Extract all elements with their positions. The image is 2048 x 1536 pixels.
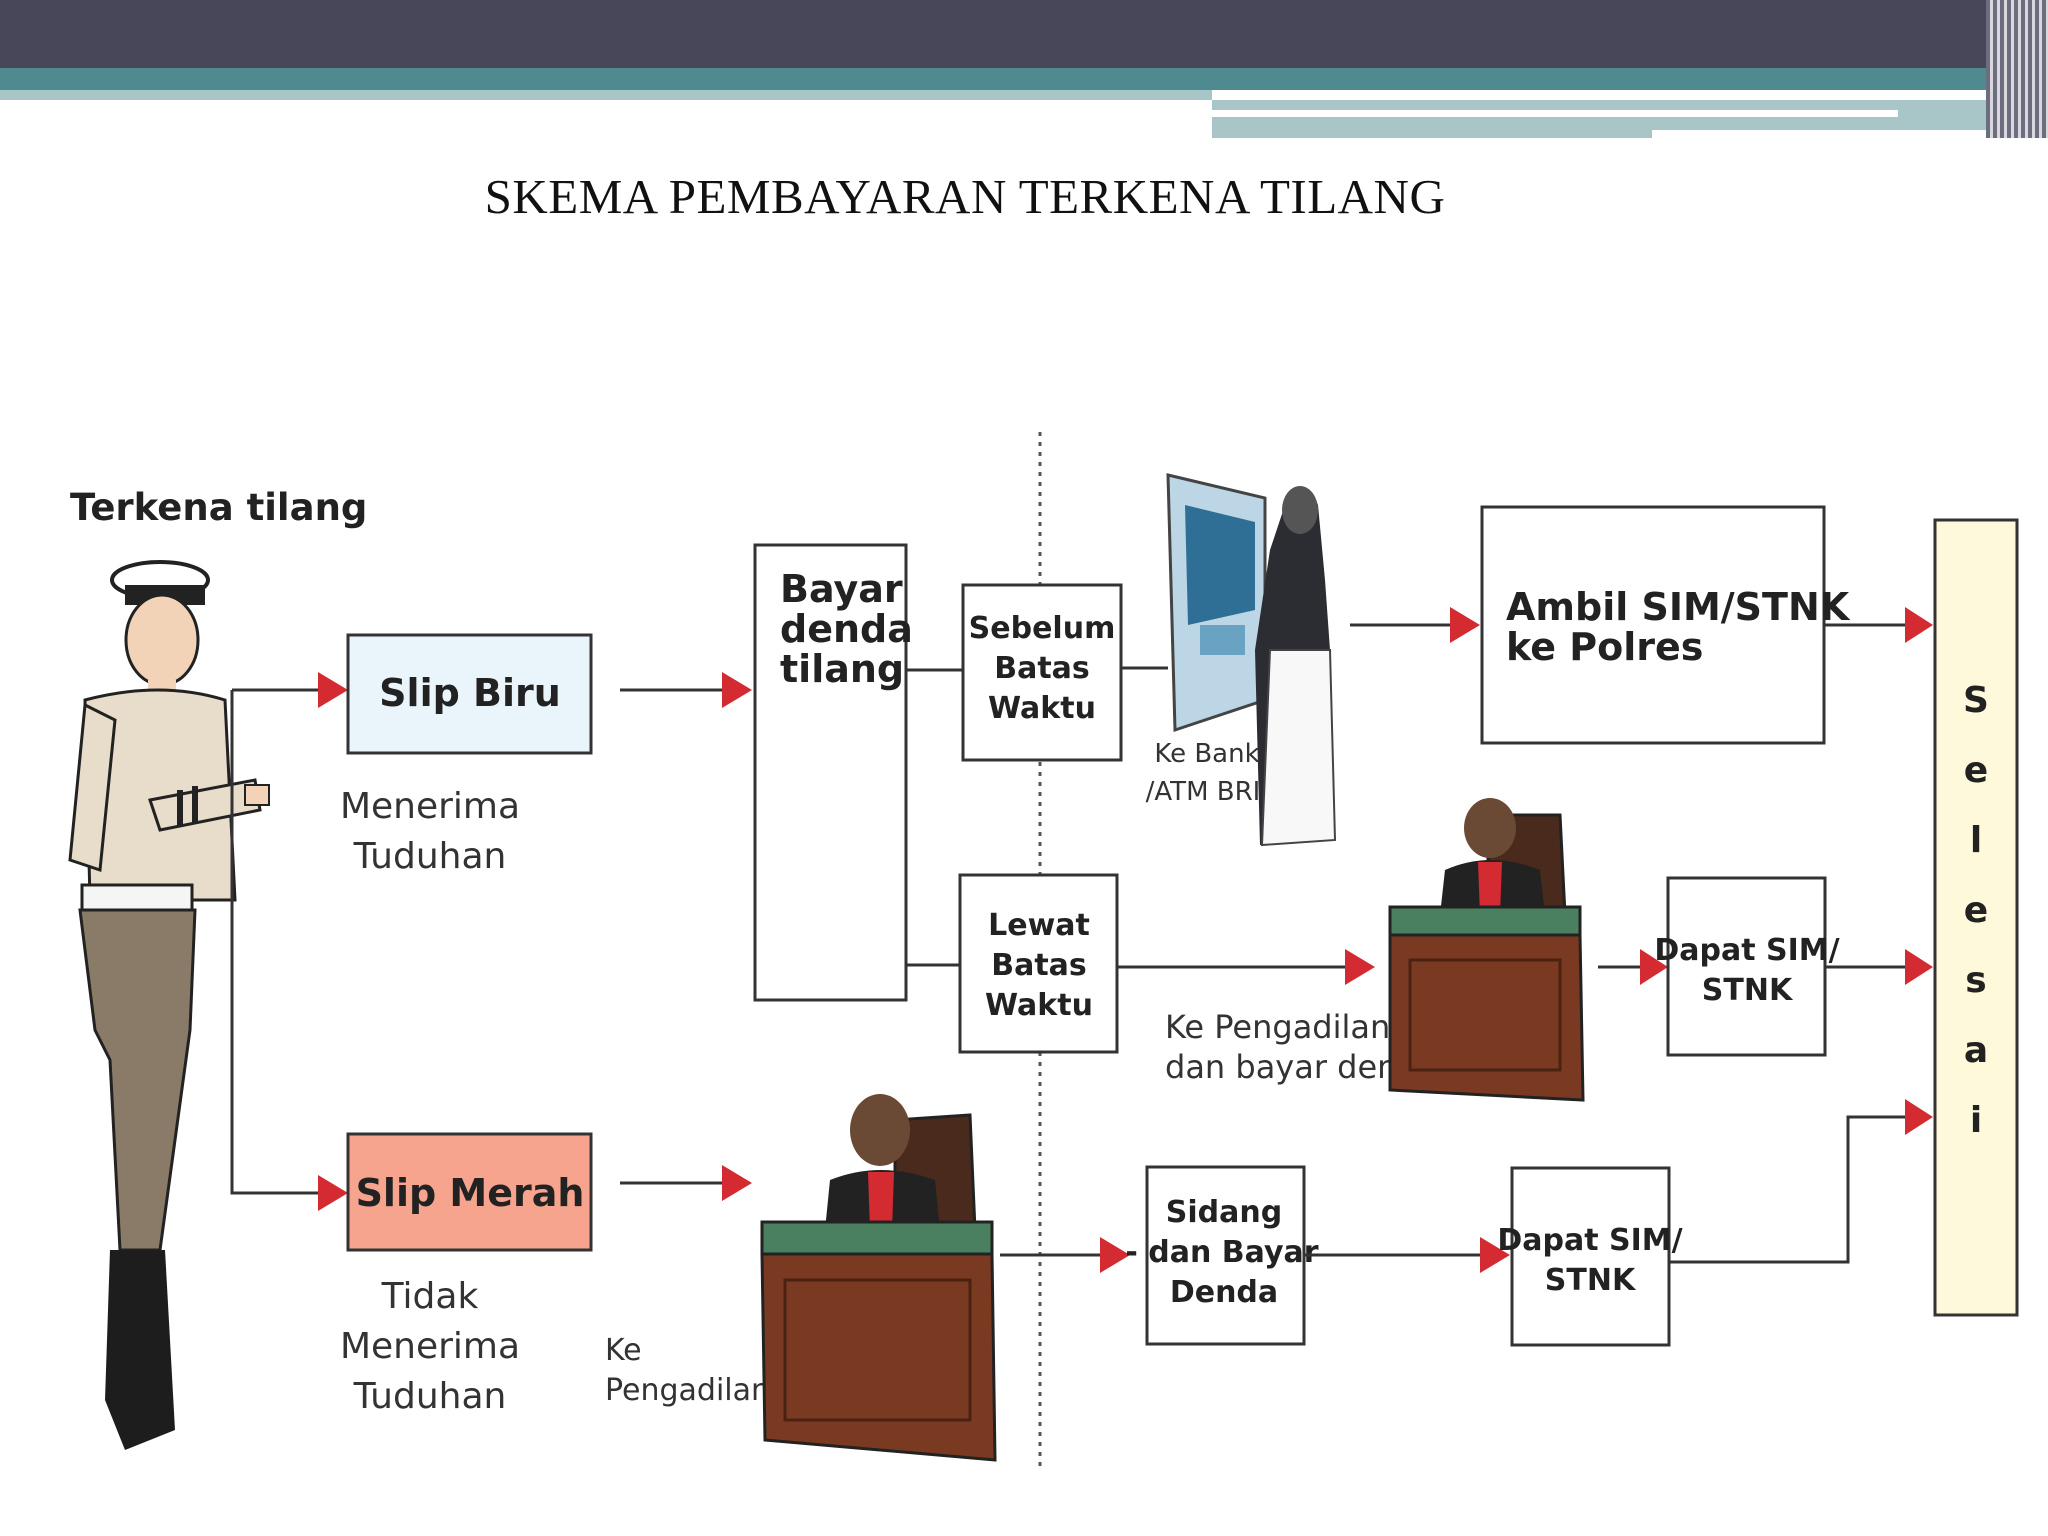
ke-pengadilan-line-1: Ke xyxy=(605,1333,642,1368)
bayar-denda-line-3: tilang xyxy=(780,647,904,691)
selesai-letter-4: e xyxy=(1964,890,1988,931)
slip-biru-caption-1: Menerima xyxy=(340,786,520,827)
sidang-line-1: Sidang xyxy=(1166,1195,1282,1230)
slide-title: SKEMA PEMBAYARAN TERKENA TILANG xyxy=(484,169,1446,224)
ambil-sim-line-1: Ambil SIM/STNK xyxy=(1506,585,1851,629)
sebelum-line-3: Waktu xyxy=(988,691,1096,726)
dapat-sim-2-line-1: Dapat SIM/ xyxy=(1497,1223,1682,1258)
ke-pengadilan-denda-line-1: Ke Pengadilan xyxy=(1165,1008,1390,1046)
ke-bank-line-1: Ke Bank xyxy=(1154,739,1259,769)
dapat-sim-1-line-1: Dapat SIM/ xyxy=(1654,933,1839,968)
slip-merah-label: Slip Merah xyxy=(356,1171,585,1215)
header-accent-bar xyxy=(0,68,2048,90)
ambil-sim-line-2: ke Polres xyxy=(1506,625,1703,669)
bayar-denda-line-1: Bayar xyxy=(780,567,903,611)
lewat-line-2: Batas xyxy=(991,948,1087,983)
ambil-sim-box xyxy=(1480,505,1826,745)
ke-bank-line-2: /ATM BRI xyxy=(1146,777,1261,807)
ke-pengadilan-line-2: Pengadilan xyxy=(605,1373,770,1408)
selesai-box xyxy=(1933,518,2019,1317)
sebelum-line-1: Sebelum xyxy=(969,611,1116,646)
lewat-line-1: Lewat xyxy=(988,908,1090,943)
slip-merah-box xyxy=(346,1132,593,1252)
judge-illustration-1 xyxy=(1388,798,1585,1102)
slip-biru-label: Slip Biru xyxy=(379,671,561,715)
slip-merah-caption-2: Menerima xyxy=(340,1326,520,1367)
dapat-sim-2-line-2: STNK xyxy=(1545,1263,1637,1298)
header-white-line xyxy=(1212,110,1898,117)
lewat-batas-waktu-box xyxy=(958,873,1119,1054)
selesai-letter-7: i xyxy=(1970,1100,1982,1141)
header-white-line-2 xyxy=(1652,130,2012,138)
selesai-letter-2: e xyxy=(1964,750,1988,791)
dapat-sim-1-line-2: STNK xyxy=(1702,973,1794,1008)
slip-biru-caption-2: Tuduhan xyxy=(353,836,507,877)
bayar-denda-box xyxy=(753,543,908,1002)
sidang-line-2: - dan Bayar xyxy=(1125,1235,1318,1270)
sebelum-line-2: Batas xyxy=(994,651,1090,686)
header-light-bar xyxy=(0,90,1212,100)
judge-illustration-2 xyxy=(760,1094,997,1462)
police-officer-illustration xyxy=(68,560,270,1450)
dapat-sim-box-2 xyxy=(1510,1166,1671,1347)
sidang-box xyxy=(1145,1165,1306,1346)
bayar-denda-line-2: denda xyxy=(780,607,913,651)
selesai-letter-5: s xyxy=(1965,960,1986,1001)
atm-illustration xyxy=(1166,473,1337,847)
sidang-line-3: Denda xyxy=(1170,1275,1278,1310)
sebelum-batas-waktu-box xyxy=(961,583,1123,762)
dapat-sim-box-1 xyxy=(1666,876,1827,1057)
selesai-letter-1: S xyxy=(1963,680,1989,721)
lewat-line-3: Waktu xyxy=(985,988,1093,1023)
slip-biru-box xyxy=(346,633,593,755)
header-stripes xyxy=(1986,0,2048,138)
selesai-letter-6: a xyxy=(1964,1030,1988,1071)
slip-merah-caption-3: Tuduhan xyxy=(353,1376,507,1417)
selesai-letter-3: l xyxy=(1970,820,1982,861)
header-bar xyxy=(0,0,2048,68)
slip-merah-caption-1: Tidak xyxy=(381,1276,479,1317)
start-label: Terkena tilang xyxy=(70,486,367,529)
